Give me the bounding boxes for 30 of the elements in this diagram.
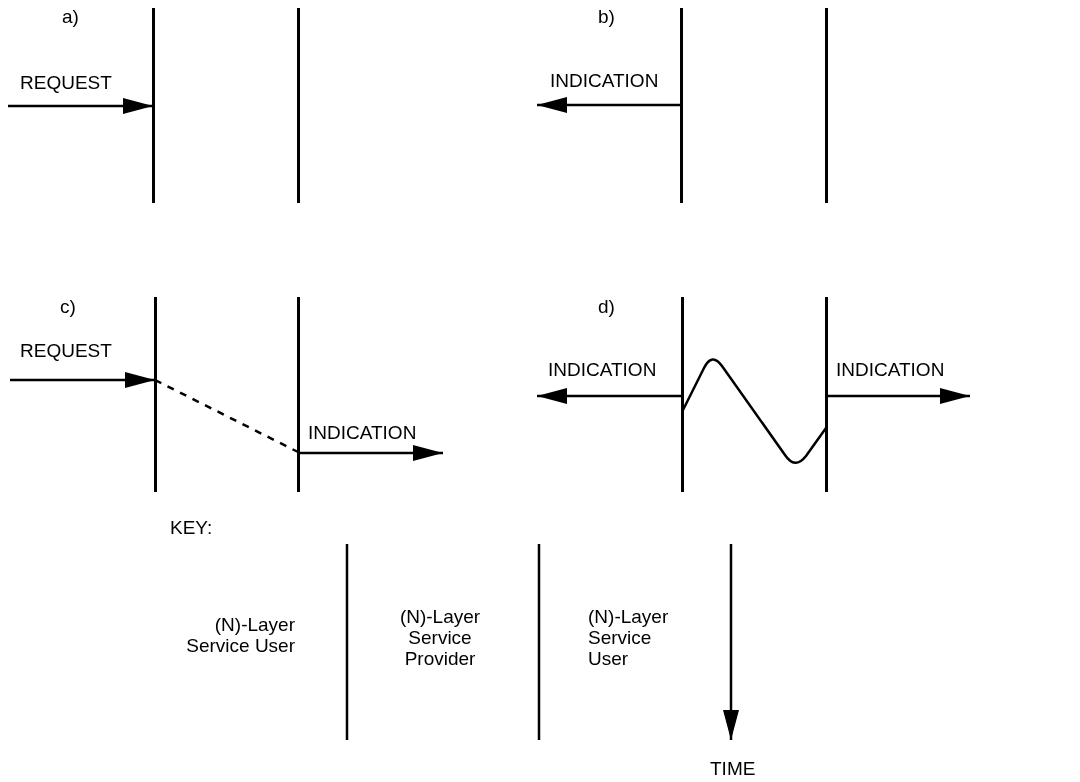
edge-label: INDICATION — [550, 70, 659, 91]
panel-label: c) — [60, 296, 76, 317]
edge-label: REQUEST — [20, 72, 112, 93]
arrow — [537, 388, 682, 404]
lifeline — [825, 8, 828, 203]
edge-label: INDICATION — [548, 359, 657, 380]
edge-label: REQUEST — [20, 340, 112, 361]
arrow — [8, 98, 153, 114]
lifeline — [152, 8, 155, 203]
lifeline — [680, 8, 683, 203]
edge-label: INDICATION — [308, 422, 417, 443]
role-label: (N)-Layer Service User — [185, 614, 295, 656]
lifeline — [825, 297, 828, 492]
role-label: (N)-Layer Service Provider — [398, 606, 482, 669]
panel-label: d) — [598, 296, 615, 317]
lifeline — [681, 297, 684, 492]
arrow — [826, 388, 970, 404]
key-heading: KEY: — [170, 517, 213, 538]
panel-label: a) — [62, 6, 79, 27]
arrow — [298, 445, 443, 461]
role-label: (N)-Layer Service User — [588, 606, 670, 669]
lifeline — [154, 297, 157, 492]
arrow — [10, 372, 155, 388]
panel-label: b) — [598, 6, 615, 27]
axis-label: TIME — [710, 758, 756, 779]
lifeline — [297, 8, 300, 203]
arrow — [537, 97, 681, 113]
dashed-line — [154, 378, 299, 454]
lifeline — [297, 297, 300, 492]
edge-label: INDICATION — [836, 359, 945, 380]
